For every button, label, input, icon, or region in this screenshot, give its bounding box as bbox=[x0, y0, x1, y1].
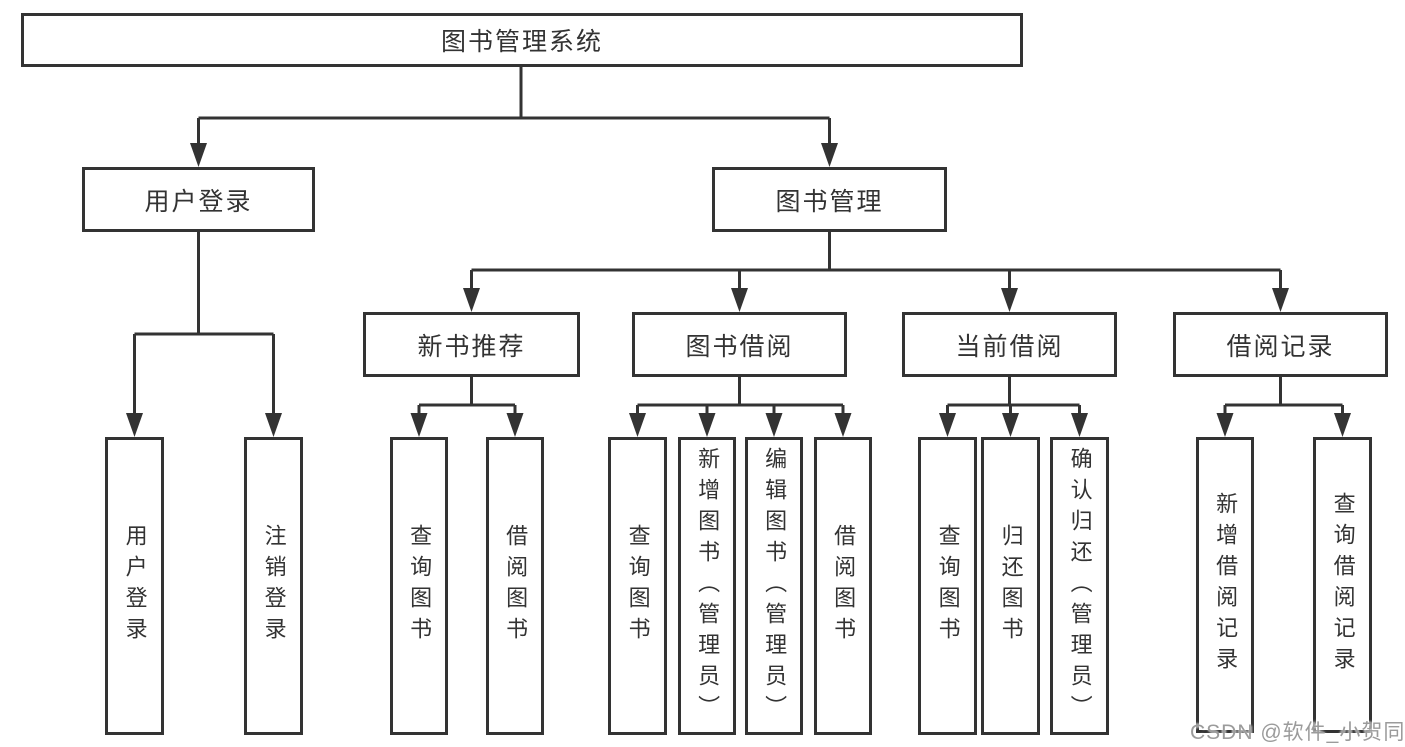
leaf-label: 确认归还（管理员） bbox=[1067, 446, 1093, 726]
leaf-add-borrow-record: 新增借阅记录 bbox=[1196, 437, 1254, 733]
node-book-management: 图书管理 bbox=[712, 167, 947, 232]
leaf-logout: 注销登录 bbox=[244, 437, 303, 735]
leaf-label: 借阅图书 bbox=[831, 524, 857, 648]
leaf-label: 新增借阅记录 bbox=[1213, 492, 1239, 678]
leaf-label: 编辑图书（管理员） bbox=[762, 446, 788, 726]
watermark: CSDN @软件_小贺同学 bbox=[1190, 721, 1405, 744]
leaf-edit-books-admin: 编辑图书（管理员） bbox=[745, 437, 803, 735]
node-library-system: 图书管理系统 bbox=[21, 13, 1023, 67]
leaf-borrow-books-recommend: 借阅图书 bbox=[486, 437, 544, 735]
leaf-label: 查询图书 bbox=[935, 524, 961, 648]
node-borrowing-records: 借阅记录 bbox=[1173, 312, 1388, 377]
leaf-label: 查询借阅记录 bbox=[1330, 492, 1356, 678]
leaf-label: 用户登录 bbox=[122, 524, 148, 648]
leaf-query-books-recommend: 查询图书 bbox=[390, 437, 448, 735]
leaf-borrow-books: 借阅图书 bbox=[814, 437, 872, 735]
leaf-return-books: 归还图书 bbox=[981, 437, 1040, 735]
leaf-label: 查询图书 bbox=[625, 524, 651, 648]
leaf-query-books-borrowing: 查询图书 bbox=[608, 437, 667, 735]
leaf-label: 借阅图书 bbox=[503, 524, 529, 648]
node-new-book-recommend: 新书推荐 bbox=[363, 312, 580, 377]
leaf-confirm-return-admin: 确认归还（管理员） bbox=[1050, 437, 1109, 735]
leaf-user-login: 用户登录 bbox=[105, 437, 164, 735]
leaf-add-books-admin: 新增图书（管理员） bbox=[678, 437, 736, 735]
leaf-label: 查询图书 bbox=[407, 524, 433, 648]
node-book-borrowing: 图书借阅 bbox=[632, 312, 847, 377]
leaf-label: 归还图书 bbox=[998, 524, 1024, 648]
leaf-query-books-current: 查询图书 bbox=[918, 437, 977, 735]
node-current-borrowing: 当前借阅 bbox=[902, 312, 1117, 377]
leaf-label: 注销登录 bbox=[261, 524, 287, 648]
leaf-label: 新增图书（管理员） bbox=[695, 446, 721, 726]
leaf-query-borrow-record: 查询借阅记录 bbox=[1313, 437, 1372, 733]
node-user-login: 用户登录 bbox=[82, 167, 315, 232]
